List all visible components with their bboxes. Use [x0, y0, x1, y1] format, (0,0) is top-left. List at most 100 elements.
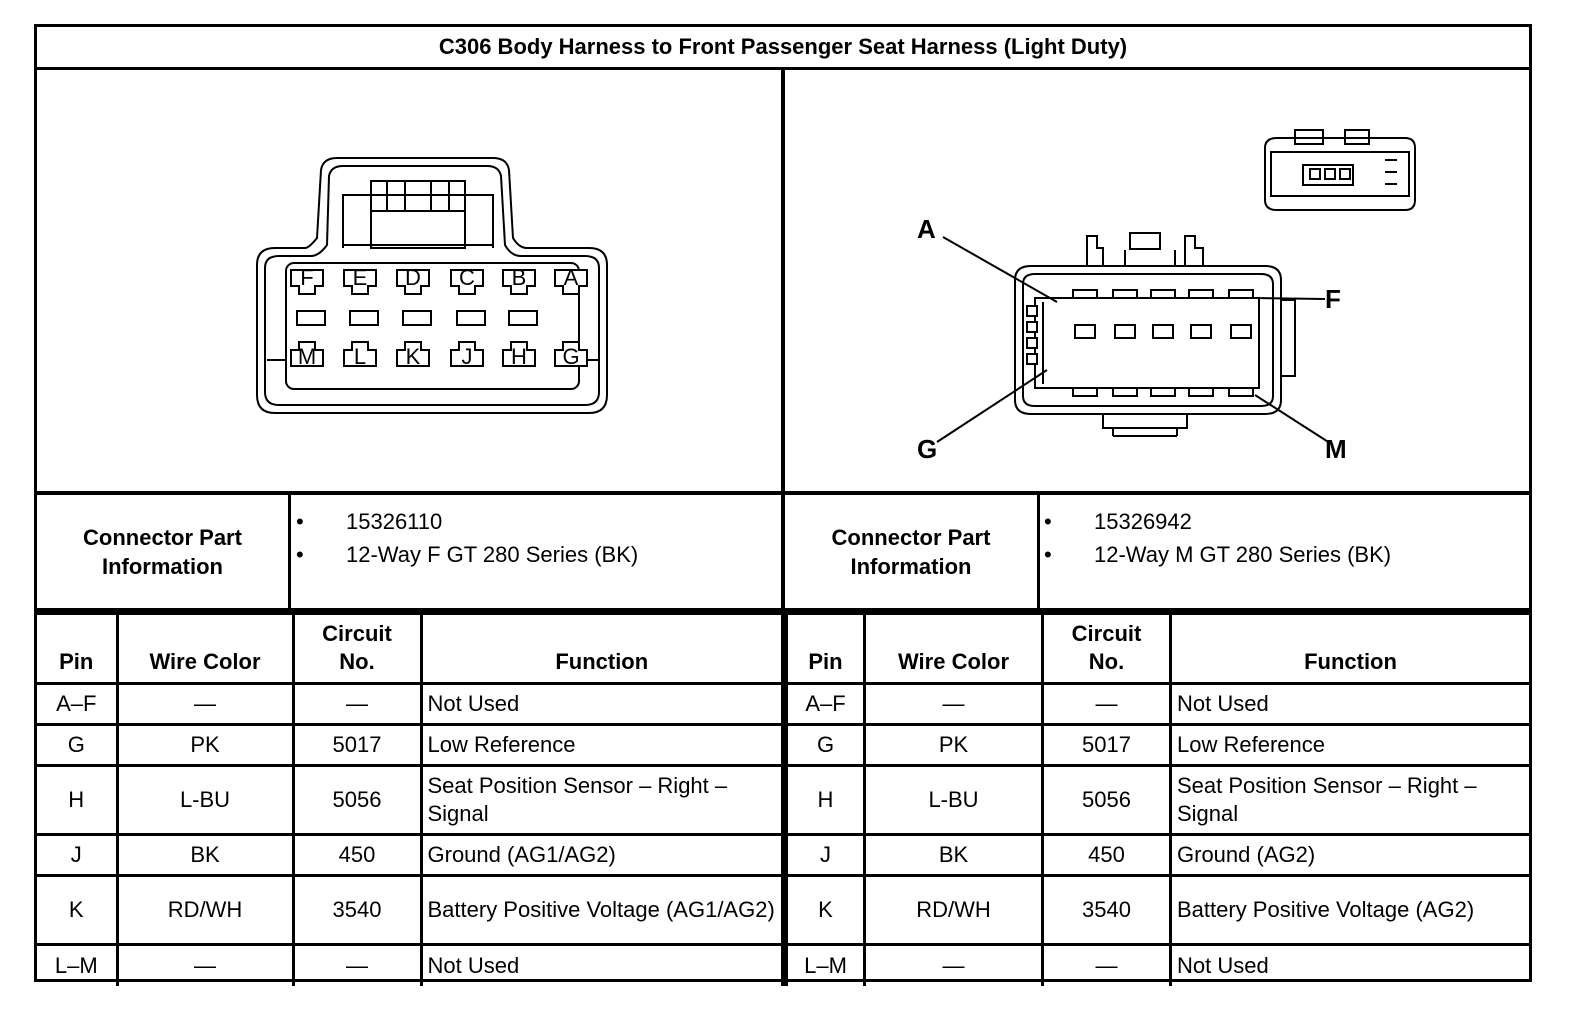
wire-color-cell: RD/WH	[863, 874, 1044, 946]
cavity-label: B	[512, 265, 527, 290]
part-description: 12-Way F GT 280 Series (BK)	[296, 538, 638, 571]
wire-color-cell: —	[115, 943, 295, 986]
callout-g-label: G	[917, 434, 937, 464]
cavity: K	[396, 341, 430, 369]
connector-3d-thumbnail	[1264, 129, 1416, 211]
function-cell: Low Reference	[419, 723, 785, 767]
cavity-label: F	[300, 265, 313, 290]
pin-cell: L–M	[785, 943, 866, 986]
cavity-label: A	[564, 265, 579, 290]
header-wire-color: Wire Color	[863, 612, 1044, 685]
header-wire-color: Wire Color	[115, 612, 295, 685]
part-number: 15326110	[296, 505, 638, 538]
cavity-label: L	[354, 344, 366, 369]
callout-f-label: F	[1325, 284, 1341, 314]
wire-color-cell: L-BU	[115, 764, 295, 836]
circuit-cell: 3540	[291, 874, 423, 946]
pin-cell: J	[37, 833, 119, 877]
circuit-cell: 450	[291, 833, 423, 877]
cavity: B	[502, 265, 536, 295]
table-row: A–F——Not Used	[37, 682, 785, 726]
circuit-cell: 5017	[291, 723, 423, 767]
female-connector-diagram: F E D C B A M L K J H G	[37, 70, 785, 491]
header-pin: Pin	[785, 612, 866, 685]
cavity-label: C	[459, 265, 475, 290]
circuit-cell: 450	[1041, 833, 1172, 877]
wire-color-cell: —	[863, 682, 1044, 726]
circuit-cell: 5056	[291, 764, 423, 836]
table-row: A–F——Not Used	[785, 682, 1529, 726]
part-info-list: 15326110 12-Way F GT 280 Series (BK)	[291, 505, 638, 571]
table-row: L–M——Not Used	[785, 943, 1529, 986]
pin-cell: K	[37, 874, 119, 946]
callout-m-label: M	[1325, 434, 1347, 464]
circuit-cell: —	[1041, 943, 1172, 986]
table-row: L–M——Not Used	[37, 943, 785, 986]
function-cell: Low Reference	[1169, 723, 1529, 767]
caption-line-2: Information	[101, 553, 223, 579]
header-function: Function	[1169, 612, 1529, 685]
cavity-label: J	[462, 344, 473, 369]
connector-pinout-sheet: C306 Body Harness to Front Passenger Sea…	[34, 24, 1532, 986]
cavity: M	[290, 341, 324, 369]
wire-color-cell: RD/WH	[115, 874, 295, 946]
function-cell: Seat Position Sensor – Right – Signal	[1169, 764, 1529, 836]
pin-cell: G	[37, 723, 119, 767]
pin-cell: K	[785, 874, 866, 946]
cavity: A	[554, 265, 588, 295]
page-title: C306 Body Harness to Front Passenger Sea…	[37, 27, 1529, 70]
cavity: C	[450, 265, 484, 295]
cavity-label: K	[406, 344, 421, 369]
circuit-cell: —	[291, 682, 423, 726]
pin-cell: H	[785, 764, 866, 836]
cavity: E	[343, 265, 377, 295]
pin-cell: A–F	[785, 682, 866, 726]
cavity: G	[554, 341, 588, 369]
caption-line-1: Connector Part	[83, 524, 242, 550]
pin-cell: H	[37, 764, 119, 836]
cavity-label: H	[511, 344, 527, 369]
circuit-cell: 5017	[1041, 723, 1172, 767]
part-description: 12-Way M GT 280 Series (BK)	[1044, 538, 1391, 571]
left-part-info: Connector Part Information 15326110 12-W…	[37, 495, 785, 612]
circuit-cell: —	[291, 943, 423, 986]
male-connector-diagram: A F G M	[785, 70, 1529, 491]
cavity-label: G	[562, 344, 579, 369]
part-info-caption: Connector Part Information	[37, 495, 291, 608]
wire-color-cell: BK	[863, 833, 1044, 877]
wire-color-cell: PK	[863, 723, 1044, 767]
wire-color-cell: PK	[115, 723, 295, 767]
callout-a-label: A	[917, 214, 936, 244]
function-cell: Battery Positive Voltage (AG1/AG2)	[419, 874, 785, 946]
cavity: J	[450, 341, 484, 369]
cavity: L	[343, 341, 377, 369]
pin-cell: A–F	[37, 682, 119, 726]
caption-line-1: Connector Part	[831, 524, 991, 550]
function-cell: Ground (AG2)	[1169, 833, 1529, 877]
circuit-cell: —	[1041, 682, 1172, 726]
cavity-label: E	[353, 265, 368, 290]
header-function: Function	[419, 612, 785, 685]
right-part-info: Connector Part Information 15326942 12-W…	[785, 495, 1529, 612]
function-cell: Not Used	[1169, 943, 1529, 986]
wire-color-cell: —	[863, 943, 1044, 986]
male-connector-drawing: A F G M	[917, 129, 1416, 464]
cavity-label: M	[298, 344, 316, 369]
part-number: 15326942	[1044, 505, 1391, 538]
cavity: D	[396, 265, 430, 295]
female-connector-face-drawing: F E D C B A M L K J H G	[256, 157, 608, 414]
cavity: H	[502, 341, 536, 369]
pin-cell: J	[785, 833, 866, 877]
function-cell: Ground (AG1/AG2)	[419, 833, 785, 877]
